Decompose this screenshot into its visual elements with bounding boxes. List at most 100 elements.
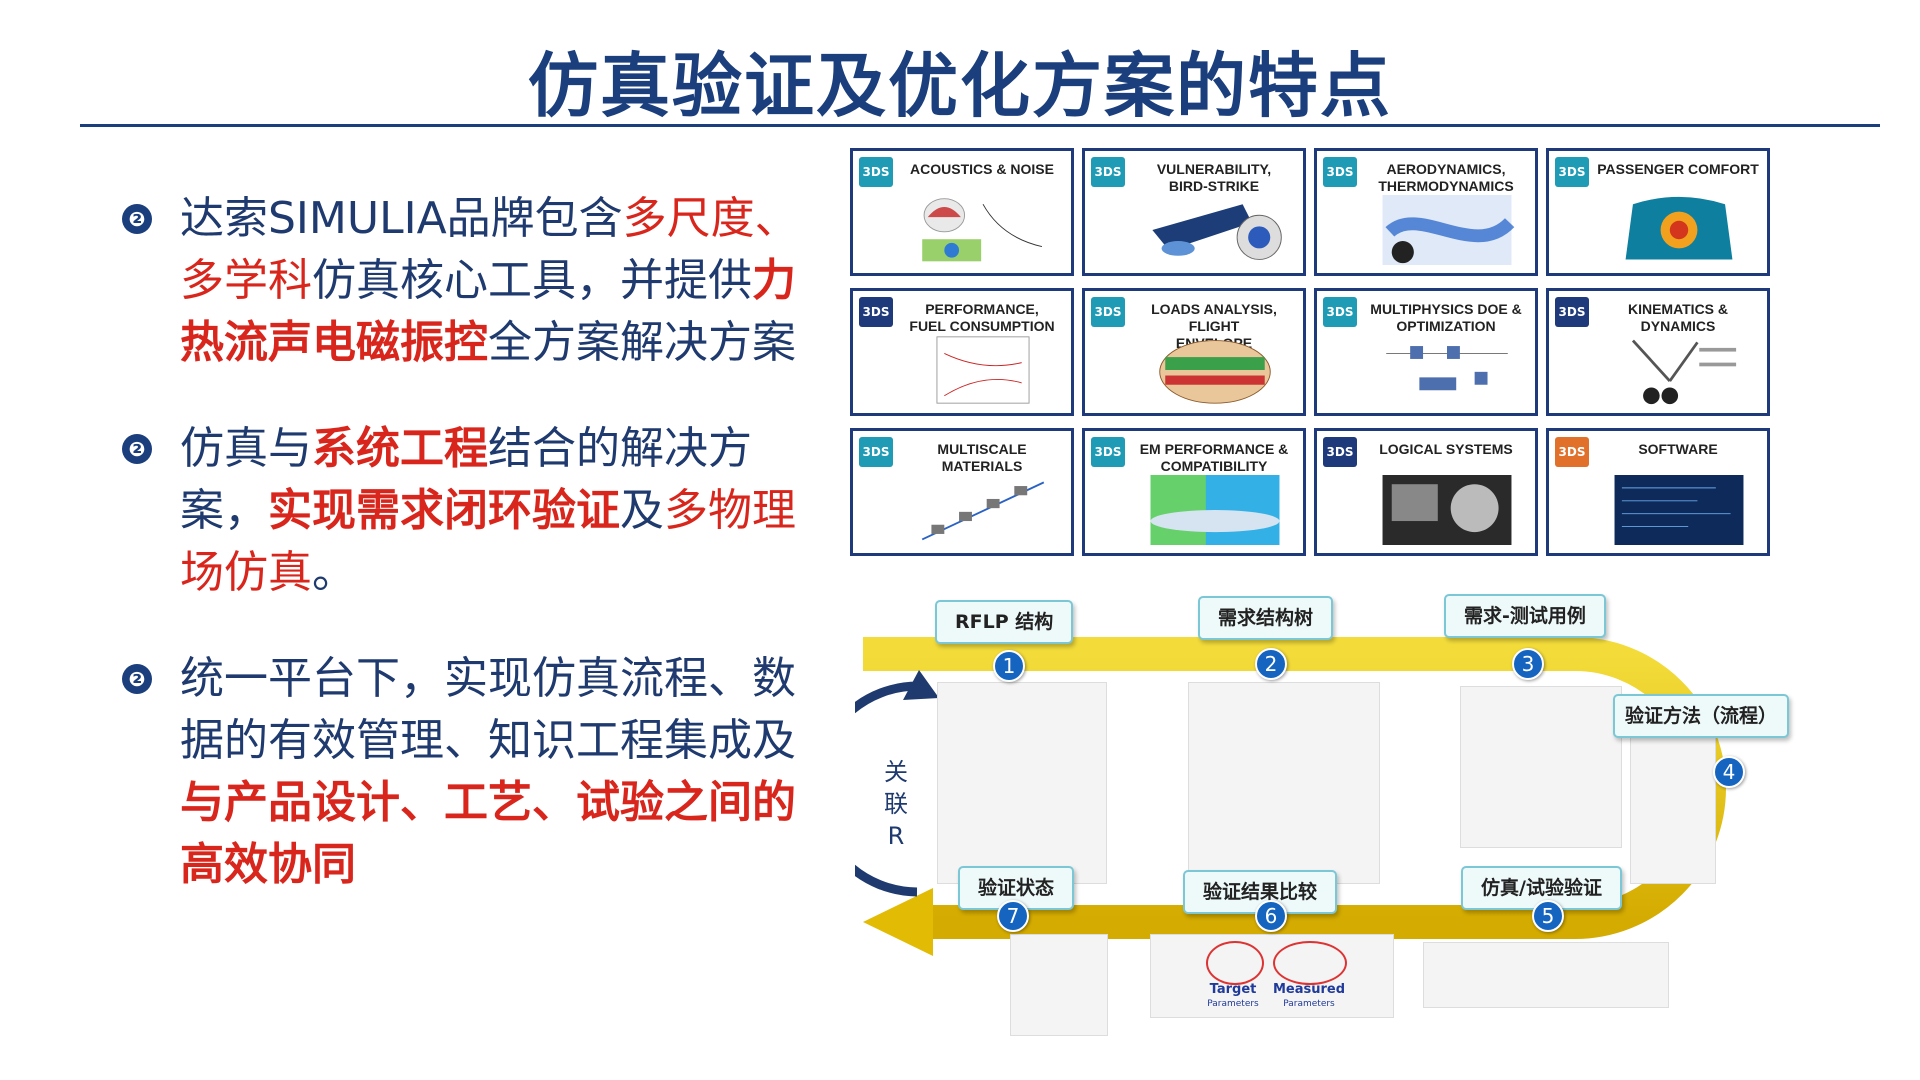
capability-tile: 3DS VULNERABILITY,BIRD-STRIKE xyxy=(1082,148,1306,276)
bullet-marker-icon: ❷ xyxy=(122,664,152,694)
brand-logo-icon: 3DS xyxy=(1323,157,1357,187)
relation-label: 关联R xyxy=(884,758,908,850)
bullet-segment: 结合的解决方案， xyxy=(180,423,752,536)
target-highlight-icon xyxy=(1206,941,1264,985)
brand-logo-icon: 3DS xyxy=(1323,437,1357,467)
bullet-segment: 达索SIMULIA品牌包含 xyxy=(180,193,623,244)
bullet-text: 统一平台下，实现仿真流程、数据的有效管理、知识工程集成及与产品设计、工艺、试验之… xyxy=(180,653,796,890)
bullet-segment: 全方案解决方案 xyxy=(488,317,796,368)
tile-title: MULTIPHYSICS DOE &OPTIMIZATION xyxy=(1370,301,1522,334)
capability-tile: 3DS SOFTWARE xyxy=(1546,428,1770,556)
tile-illustration xyxy=(913,335,1053,405)
bullet-segment: 仿真核心工具，并提供 xyxy=(312,255,752,306)
step-number-1: 1 xyxy=(993,650,1025,682)
capability-tile: 3DS EM PERFORMANCE &COMPATIBILITY xyxy=(1082,428,1306,556)
title-divider xyxy=(80,124,1880,127)
tile-illustration xyxy=(1145,195,1285,265)
step-number-7: 7 xyxy=(997,900,1029,932)
bullet-item: ❷ 统一平台下，实现仿真流程、数据的有效管理、知识工程集成及与产品设计、工艺、试… xyxy=(118,648,818,896)
tile-illustration xyxy=(1145,475,1285,545)
bullet-segment: 及 xyxy=(620,485,664,536)
measured-title: Measured xyxy=(1273,982,1346,997)
step-number-3: 3 xyxy=(1512,648,1544,680)
step-number-6: 6 xyxy=(1255,900,1287,932)
bullet-segment-emphasis: 与产品设计、工艺、试验之间的高效协同 xyxy=(180,777,796,890)
tile-illustration xyxy=(913,195,1053,265)
tile-title: PASSENGER COMFORT xyxy=(1597,161,1759,177)
bullet-segment-emphasis: 力热流声电磁振控 xyxy=(180,255,796,368)
step-label-6: 验证结果比较 xyxy=(1183,870,1338,914)
brand-logo-icon: 3DS xyxy=(859,437,893,467)
tile-illustration xyxy=(1377,335,1517,405)
tile-illustration xyxy=(1377,475,1517,545)
loop-arrow-head xyxy=(863,888,933,956)
tile-title: SOFTWARE xyxy=(1638,441,1718,457)
rflp-tree-screenshot xyxy=(937,682,1107,884)
relation-arrow-head xyxy=(903,670,939,700)
capability-tile: 3DS MULTISCALE MATERIALS xyxy=(850,428,1074,556)
bullet-segment: 仿真与 xyxy=(180,423,312,474)
step-label-4: 验证方法（流程） xyxy=(1613,694,1790,738)
brand-logo-icon: 3DS xyxy=(1323,297,1357,327)
relation-arc-icon xyxy=(855,681,920,897)
target-sub: Parameters xyxy=(1207,999,1259,1009)
requirement-tree-screenshot xyxy=(1188,682,1380,884)
tile-title: MULTISCALE MATERIALS xyxy=(937,441,1027,474)
capability-tile: 3DS LOGICAL SYSTEMS xyxy=(1314,428,1538,556)
tile-title: VULNERABILITY,BIRD-STRIKE xyxy=(1156,161,1272,194)
brand-logo-icon: 3DS xyxy=(1555,297,1589,327)
brand-logo-icon: 3DS xyxy=(1555,437,1589,467)
bullet-segment-emphasis: 系统工程 xyxy=(312,423,488,474)
capability-tile: 3DS PERFORMANCE,FUEL CONSUMPTION xyxy=(850,288,1074,416)
bullet-segment: 统一平台下，实现仿真流程、数据的有效管理、知识工程集成及 xyxy=(180,653,796,766)
tile-title: LOGICAL SYSTEMS xyxy=(1379,441,1513,457)
step-label-1: RFLP 结构 xyxy=(935,600,1074,644)
bullet-text: 仿真与系统工程结合的解决方案，实现需求闭环验证及多物理场仿真。 xyxy=(180,423,796,598)
tile-title: PERFORMANCE,FUEL CONSUMPTION xyxy=(909,301,1055,334)
target-title: Target xyxy=(1209,982,1257,997)
measured-sub: Parameters xyxy=(1283,999,1335,1009)
status-screenshot xyxy=(1010,934,1108,1036)
tile-illustration xyxy=(1145,335,1285,405)
bullet-marker-icon: ❷ xyxy=(122,204,152,234)
bullet-segment-emphasis: 实现需求闭环验证 xyxy=(268,485,620,536)
capability-tile: 3DS MULTIPHYSICS DOE &OPTIMIZATION xyxy=(1314,288,1538,416)
brand-logo-icon: 3DS xyxy=(859,157,893,187)
tile-title: KINEMATICS & DYNAMICS xyxy=(1627,301,1729,334)
brand-logo-icon: 3DS xyxy=(1555,157,1589,187)
bullet-list: ❷ 达索SIMULIA品牌包含多尺度、多学科仿真核心工具，并提供力热流声电磁振控… xyxy=(118,188,818,940)
bullet-segment-highlight: 多物理场仿真 xyxy=(180,485,796,598)
tile-title: EM PERFORMANCE &COMPATIBILITY xyxy=(1139,441,1289,474)
simulation-flow-screenshot xyxy=(1423,942,1669,1008)
step-label-2: 需求结构树 xyxy=(1198,596,1334,640)
brand-logo-icon: 3DS xyxy=(1091,437,1125,467)
step-number-4: 4 xyxy=(1713,756,1745,788)
method-screenshot xyxy=(1630,732,1716,884)
capability-tile: 3DS PASSENGER COMFORT xyxy=(1546,148,1770,276)
bullet-item: ❷ 仿真与系统工程结合的解决方案，实现需求闭环验证及多物理场仿真。 xyxy=(118,418,818,604)
tile-illustration xyxy=(1609,335,1749,405)
bullet-item: ❷ 达索SIMULIA品牌包含多尺度、多学科仿真核心工具，并提供力热流声电磁振控… xyxy=(118,188,818,374)
brand-logo-icon: 3DS xyxy=(1091,157,1125,187)
page-title: 仿真验证及优化方案的特点 xyxy=(528,45,1392,127)
step-number-2: 2 xyxy=(1255,648,1287,680)
brand-logo-icon: 3DS xyxy=(1091,297,1125,327)
step-label-3: 需求-测试用例 xyxy=(1444,594,1606,638)
tile-illustration xyxy=(1609,475,1749,545)
tile-illustration xyxy=(1377,195,1517,265)
tile-illustration xyxy=(913,475,1053,545)
test-case-screenshot xyxy=(1460,686,1622,848)
tile-illustration xyxy=(1609,195,1749,265)
capability-tile: 3DS KINEMATICS & DYNAMICS xyxy=(1546,288,1770,416)
brand-logo-icon: 3DS xyxy=(859,297,893,327)
bullet-text: 达索SIMULIA品牌包含多尺度、多学科仿真核心工具，并提供力热流声电磁振控全方… xyxy=(180,193,799,368)
bullet-segment-highlight: 多尺度、多学科 xyxy=(180,193,799,306)
